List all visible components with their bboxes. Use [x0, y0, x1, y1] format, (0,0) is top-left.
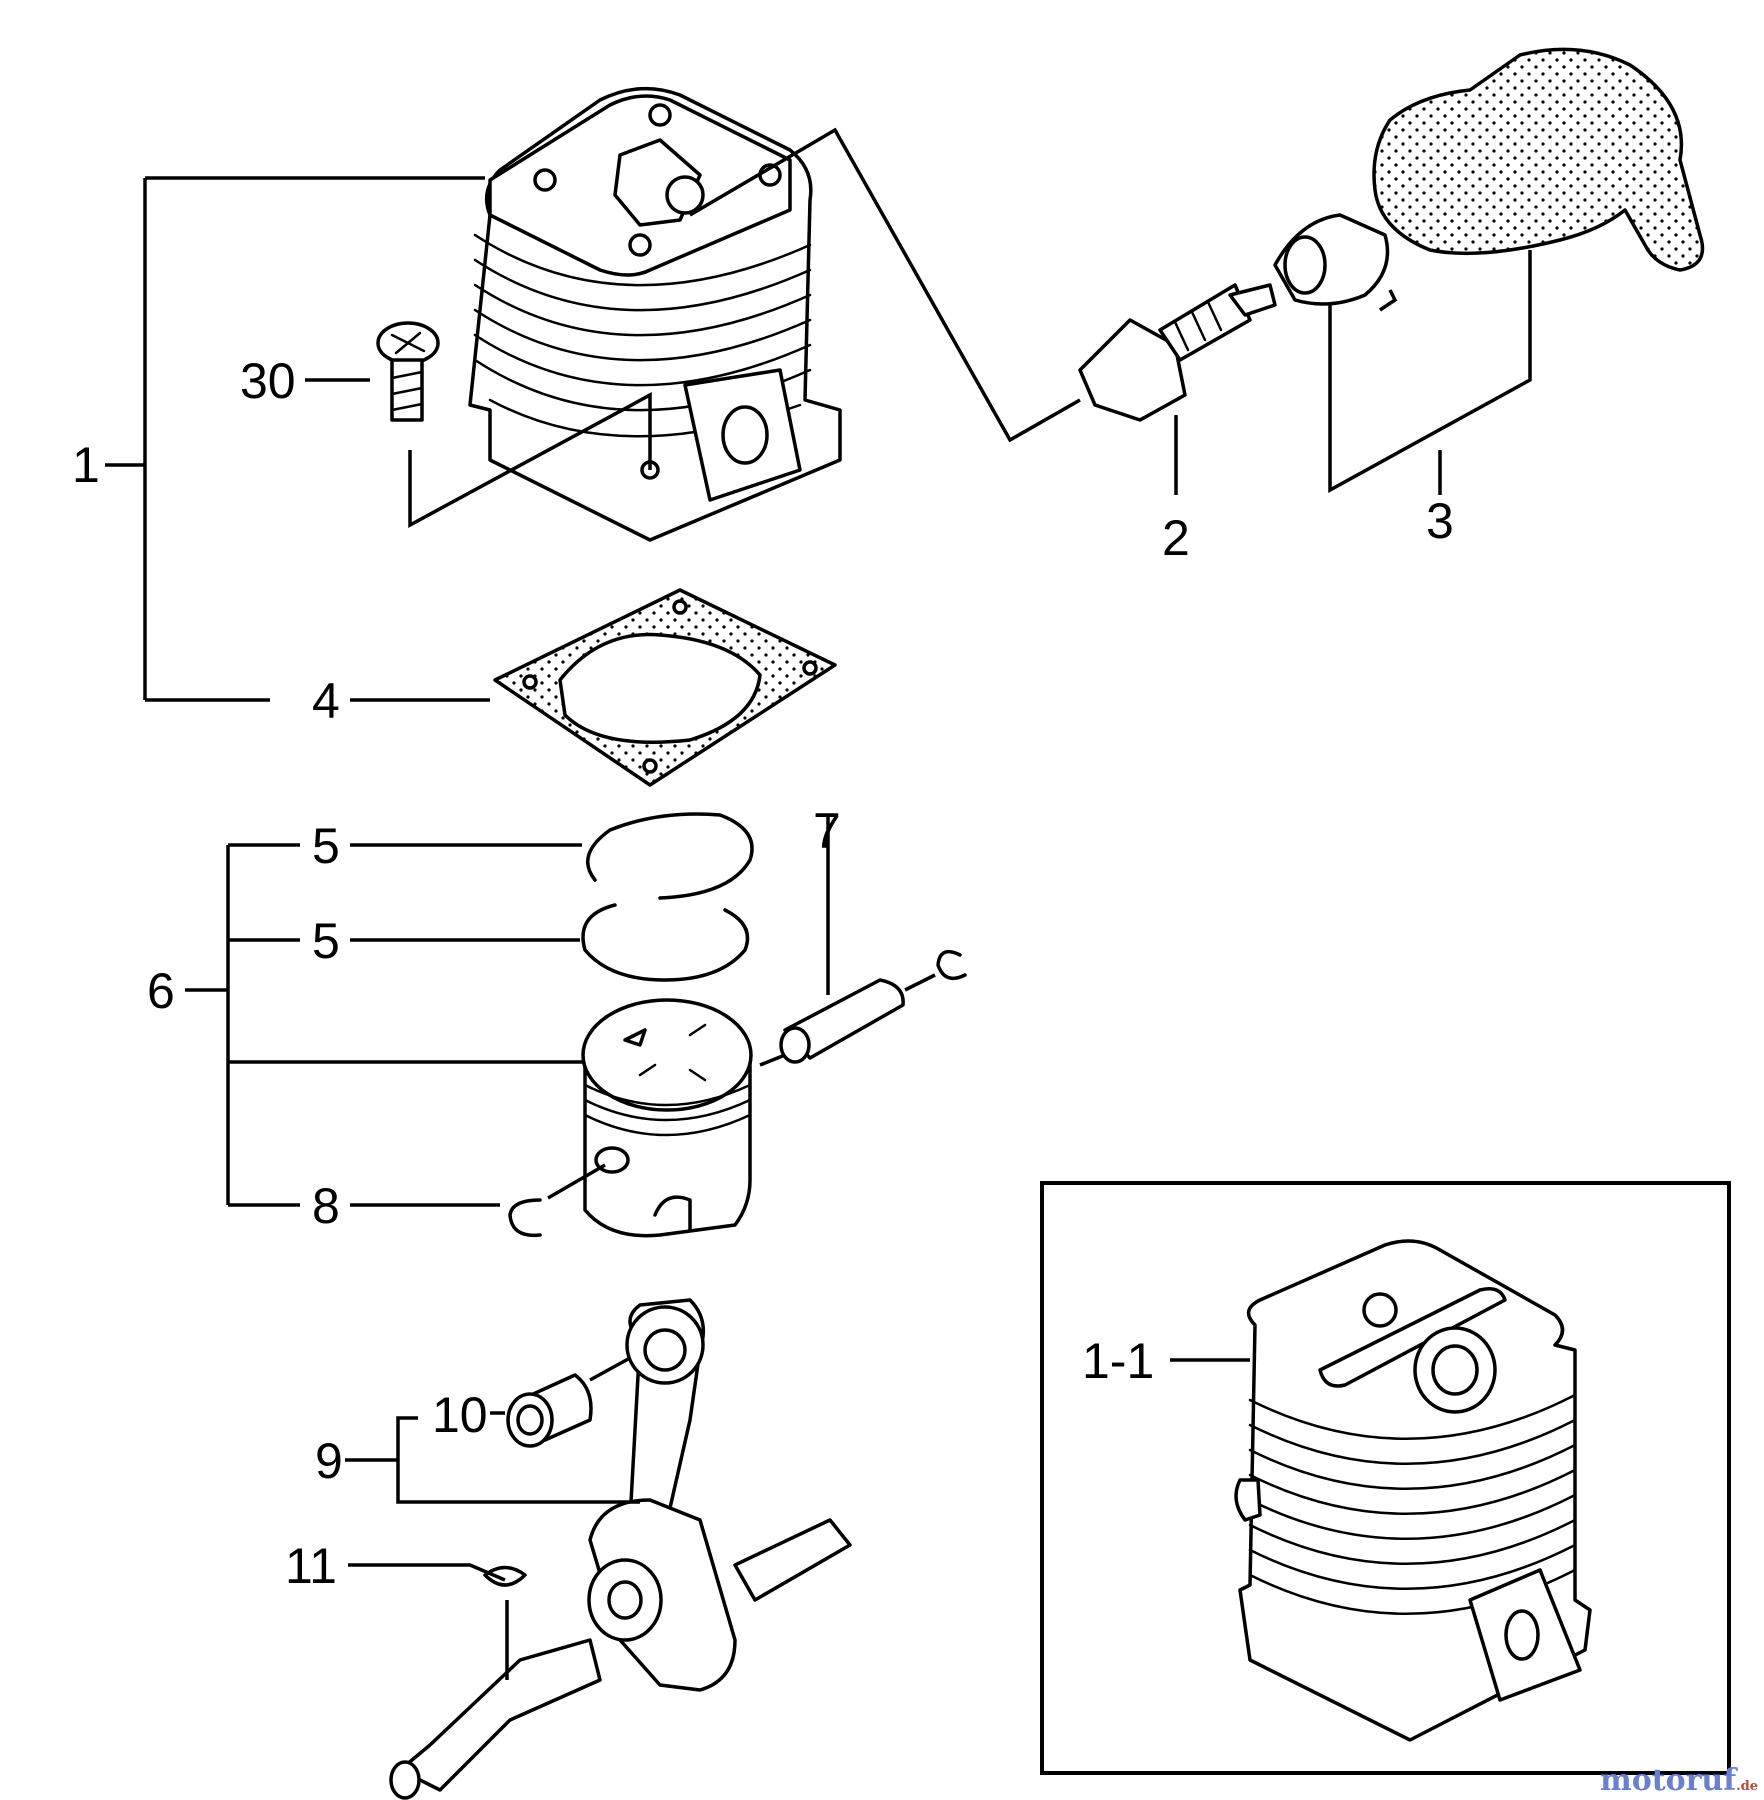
circlip-right [936, 949, 967, 981]
piston-pin-drawing [779, 978, 905, 1064]
callout-8: 8 [312, 1178, 340, 1234]
cylinder-drawing [468, 86, 842, 542]
needle-bearing-drawing [506, 1373, 593, 1448]
inset-box [1040, 1181, 1731, 1775]
callout-11: 11 [285, 1538, 337, 1594]
callout-7: 7 [813, 803, 841, 859]
watermark-logo: motoruf.de [1599, 1763, 1758, 1798]
callout-1: 1 [72, 437, 100, 493]
callout-30: 30 [240, 353, 296, 409]
callout-2: 2 [1162, 510, 1190, 566]
callout-9: 9 [315, 1433, 343, 1489]
piston-ring-top [586, 812, 754, 900]
callout-1-1: 1-1 [1082, 1333, 1154, 1389]
plug-cap-drawing [1273, 47, 1705, 306]
circlip-drawing [508, 1198, 542, 1238]
screw-drawing [376, 321, 440, 422]
alt-cylinder-drawing [1234, 1239, 1592, 1742]
callout-6: 6 [147, 963, 175, 1019]
gasket-drawing [493, 588, 837, 787]
callout-5-top: 5 [312, 818, 340, 874]
callout-4: 4 [312, 673, 340, 729]
piston-ring-bottom [581, 903, 750, 982]
callout-10: 10 [432, 1387, 488, 1443]
spark-plug-drawing [1078, 283, 1277, 422]
crankshaft-drawing [389, 1298, 852, 1800]
callout-3: 3 [1426, 493, 1454, 549]
woodruff-key-drawing [483, 1565, 527, 1587]
piston-drawing [581, 998, 753, 1238]
callout-5-bottom: 5 [312, 913, 340, 969]
